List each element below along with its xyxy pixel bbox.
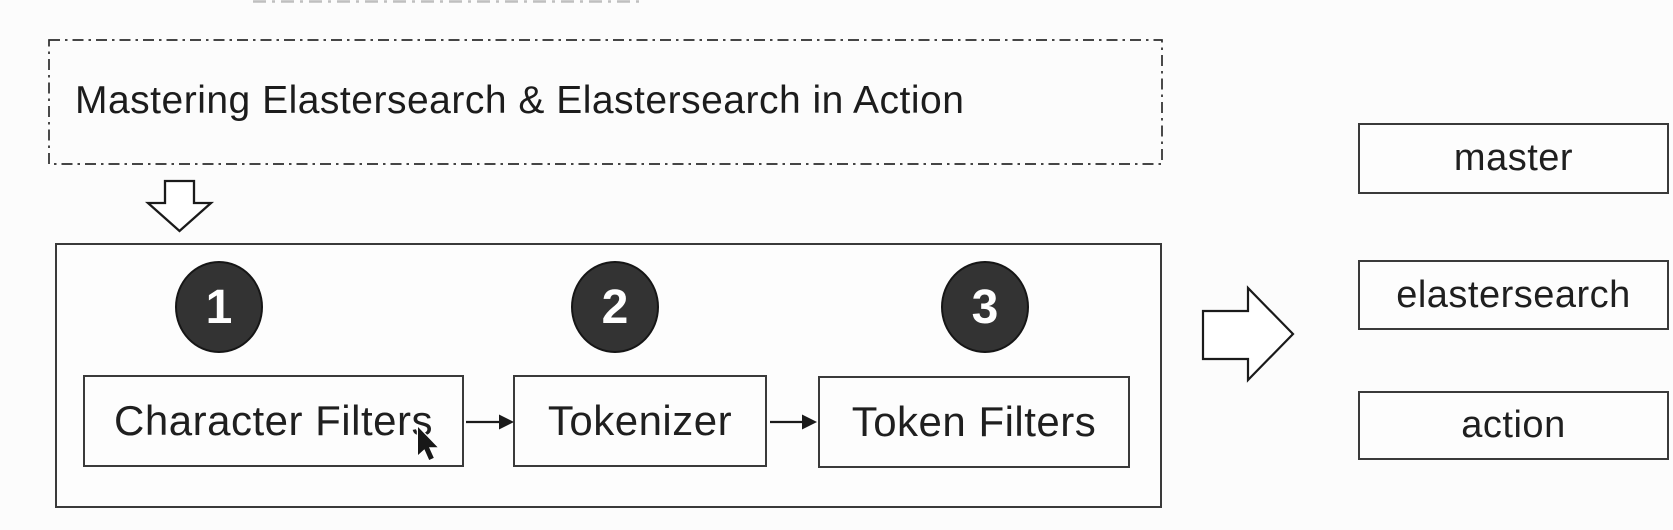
step-3-number: 3 bbox=[971, 280, 999, 334]
tokenizer-box: Tokenizer bbox=[513, 375, 767, 467]
output-master-label: master bbox=[1453, 137, 1574, 179]
step-1-badge: 1 bbox=[175, 261, 263, 353]
output-elastersearch-label: elastersearch bbox=[1396, 273, 1631, 316]
source-text-box: Mastering Elastersearch & Elastersearch … bbox=[48, 39, 1163, 165]
down-arrow-icon bbox=[144, 179, 215, 233]
step-1-number: 1 bbox=[205, 280, 233, 334]
character-filters-box: Character Filters bbox=[83, 375, 464, 467]
tokenizer-label: Tokenizer bbox=[547, 397, 733, 444]
step-2-badge: 2 bbox=[571, 261, 659, 353]
step-3-badge: 3 bbox=[941, 261, 1029, 353]
output-box-elastersearch: elastersearch bbox=[1358, 260, 1669, 330]
source-text-label: Mastering Elastersearch & Elastersearch … bbox=[75, 79, 965, 123]
token-filters-box: Token Filters bbox=[818, 376, 1130, 468]
output-box-action: action bbox=[1358, 391, 1669, 460]
output-action-label: action bbox=[1461, 404, 1566, 446]
output-arrow-icon bbox=[1201, 285, 1295, 383]
output-box-master: master bbox=[1358, 123, 1669, 194]
step-2-number: 2 bbox=[601, 280, 629, 334]
character-filters-label: Character Filters bbox=[114, 397, 433, 444]
token-filters-label: Token Filters bbox=[851, 398, 1097, 445]
dashdot-border bbox=[48, 39, 1163, 165]
